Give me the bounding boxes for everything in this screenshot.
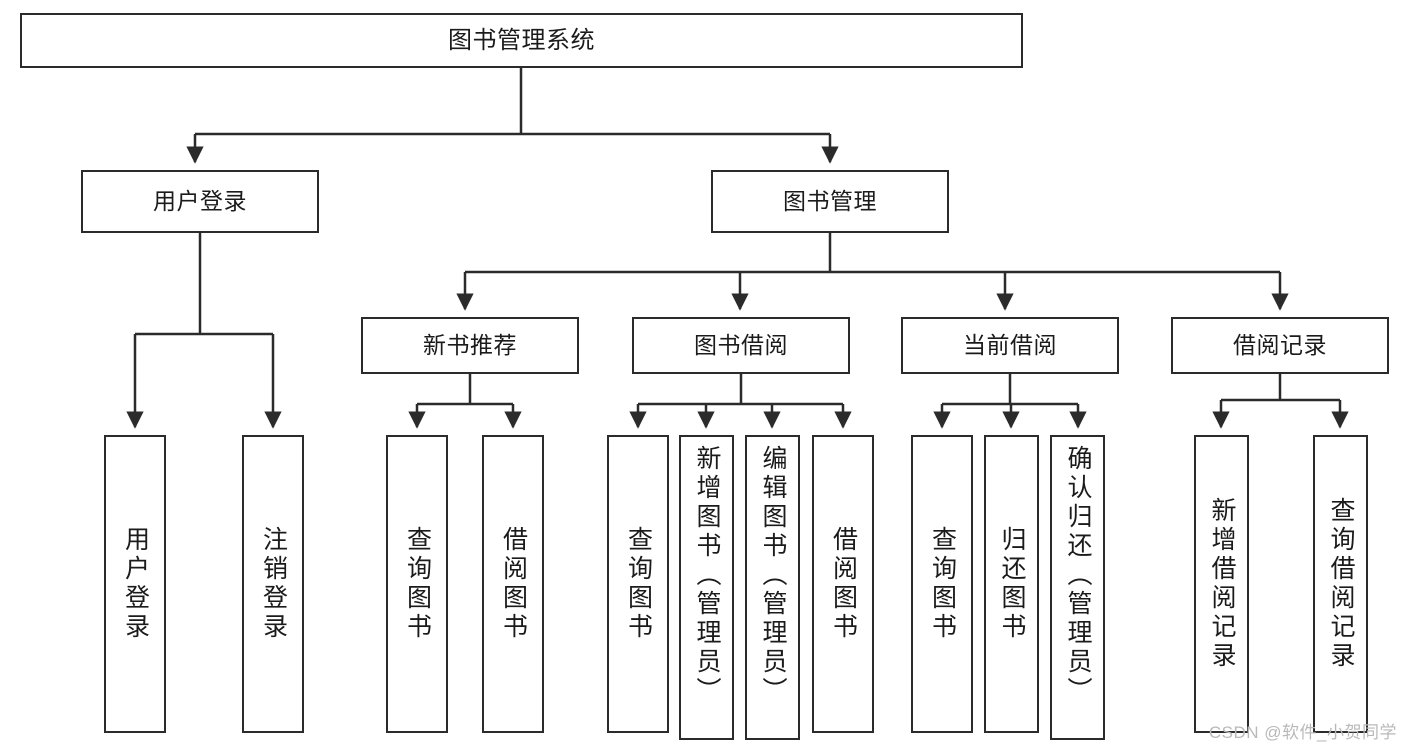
node-leaf-borrow-book-2-label: 借阅图书 bbox=[829, 526, 858, 642]
node-book-manage-label: 图书管理 bbox=[783, 188, 877, 215]
node-leaf-user-logout[interactable]: 注销登录 bbox=[242, 435, 304, 733]
node-leaf-user-login-label: 用户登录 bbox=[121, 526, 150, 642]
node-user-login[interactable]: 用户登录 bbox=[81, 170, 319, 233]
node-leaf-user-logout-label: 注销登录 bbox=[259, 526, 288, 642]
node-book-borrow[interactable]: 图书借阅 bbox=[632, 317, 850, 374]
node-leaf-add-record[interactable]: 新增借阅记录 bbox=[1194, 435, 1249, 733]
node-leaf-confirm-return[interactable]: 确认归还（管理员） bbox=[1050, 435, 1105, 740]
node-leaf-add-book-label: 新增图书（管理员） bbox=[693, 445, 721, 706]
node-book-manage[interactable]: 图书管理 bbox=[711, 170, 949, 233]
node-leaf-edit-book-label: 编辑图书（管理员） bbox=[759, 445, 787, 706]
node-borrow-record[interactable]: 借阅记录 bbox=[1171, 317, 1389, 374]
node-leaf-query-book-1-label: 查询图书 bbox=[403, 526, 432, 642]
node-leaf-query-book-2[interactable]: 查询图书 bbox=[607, 435, 669, 733]
node-leaf-add-record-label: 新增借阅记录 bbox=[1208, 497, 1236, 671]
node-root[interactable]: 图书管理系统 bbox=[20, 13, 1023, 68]
node-leaf-return-book-label: 归还图书 bbox=[998, 526, 1026, 642]
node-leaf-query-record[interactable]: 查询借阅记录 bbox=[1313, 435, 1368, 733]
node-leaf-borrow-book-2[interactable]: 借阅图书 bbox=[812, 435, 874, 733]
node-new-book-rec-label: 新书推荐 bbox=[423, 332, 517, 359]
node-leaf-edit-book[interactable]: 编辑图书（管理员） bbox=[745, 435, 800, 740]
node-leaf-add-book[interactable]: 新增图书（管理员） bbox=[679, 435, 734, 740]
node-borrow-record-label: 借阅记录 bbox=[1233, 332, 1327, 359]
node-leaf-query-book-3[interactable]: 查询图书 bbox=[911, 435, 973, 733]
node-leaf-borrow-book-1[interactable]: 借阅图书 bbox=[482, 435, 544, 733]
node-user-login-label: 用户登录 bbox=[153, 188, 247, 215]
node-leaf-query-book-3-label: 查询图书 bbox=[928, 526, 957, 642]
node-new-book-rec[interactable]: 新书推荐 bbox=[361, 317, 579, 374]
node-leaf-query-book-2-label: 查询图书 bbox=[624, 526, 653, 642]
node-current-borrow-label: 当前借阅 bbox=[963, 332, 1057, 359]
node-leaf-return-book[interactable]: 归还图书 bbox=[984, 435, 1039, 733]
csdn-watermark: CSDN @软件_小贺同学 bbox=[1208, 723, 1397, 742]
node-leaf-query-book-1[interactable]: 查询图书 bbox=[386, 435, 448, 733]
node-leaf-borrow-book-1-label: 借阅图书 bbox=[499, 526, 528, 642]
node-leaf-confirm-return-label: 确认归还（管理员） bbox=[1064, 445, 1092, 706]
node-leaf-user-login[interactable]: 用户登录 bbox=[104, 435, 166, 733]
node-current-borrow[interactable]: 当前借阅 bbox=[901, 317, 1119, 374]
node-leaf-query-record-label: 查询借阅记录 bbox=[1327, 497, 1355, 671]
node-root-label: 图书管理系统 bbox=[448, 26, 595, 54]
node-book-borrow-label: 图书借阅 bbox=[694, 332, 788, 359]
